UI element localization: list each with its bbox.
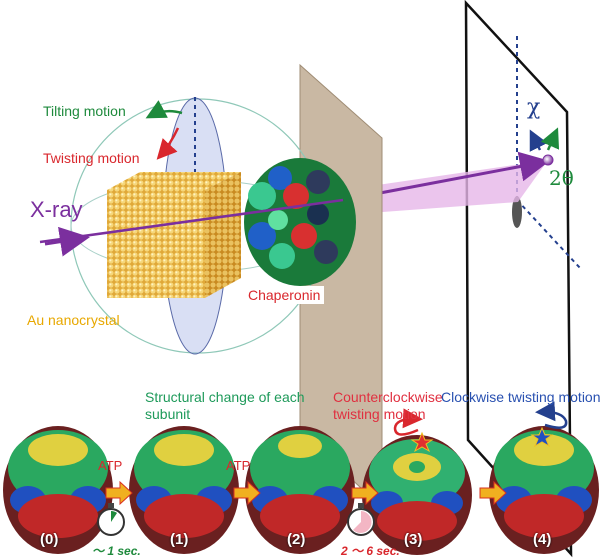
two-theta-arrow-icon: [548, 132, 556, 150]
xray-label: X-ray: [30, 199, 83, 221]
structural-change-label: Structural change of each subunit: [145, 389, 310, 423]
au-nanocrystal-label: Au nanocrystal: [27, 313, 120, 327]
chaperonin-molecule: [244, 158, 356, 286]
time-label: 2 ～ 6 sec.: [341, 542, 400, 559]
twist-arrow-icon: [540, 412, 566, 428]
atp-label: ATP: [98, 458, 122, 473]
step-label: (4): [533, 531, 551, 548]
au-nanocrystal: [107, 172, 241, 298]
two-theta-label: 2θ: [549, 168, 574, 188]
chaperonin-label: Chaperonin: [244, 286, 324, 304]
chi-label: χ: [527, 97, 540, 119]
atp-label: ATP: [226, 458, 250, 473]
step-label: (0): [40, 531, 58, 548]
chi-arrow-icon: [532, 134, 540, 150]
step-label: (2): [287, 531, 305, 548]
time-label: ～ 1 sec.: [92, 542, 141, 559]
clockwise-label: Clockwise twisting motion: [441, 389, 600, 406]
step-label: (3): [404, 531, 422, 548]
diffraction-spot: [543, 155, 553, 165]
tilting-arrow-icon: [150, 111, 182, 116]
step-label: (1): [170, 531, 188, 548]
twisting-motion-label: Twisting motion: [43, 151, 139, 165]
tilting-motion-label: Tilting motion: [43, 104, 126, 118]
